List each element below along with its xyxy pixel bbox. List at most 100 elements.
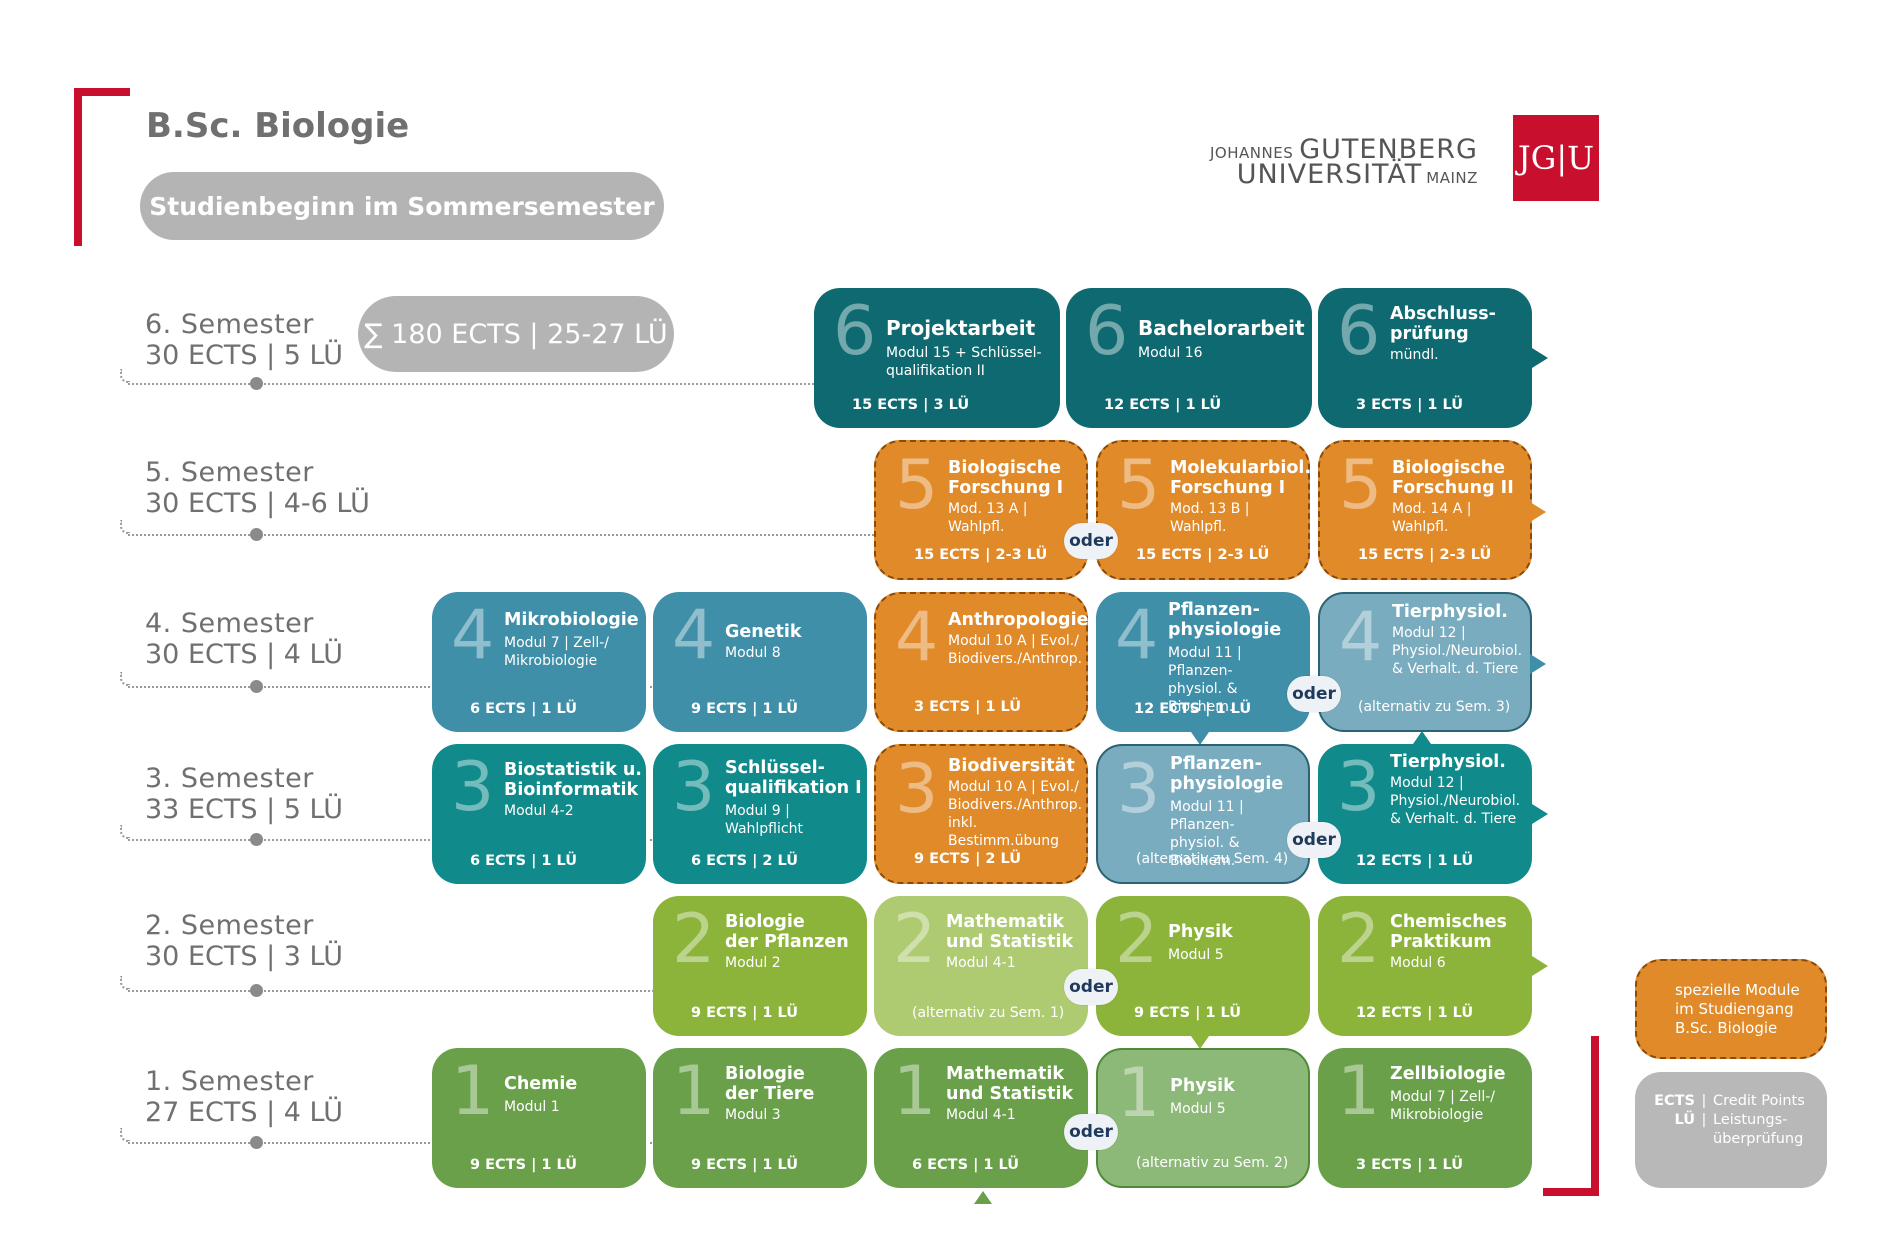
module-title: Chemisches Praktikum — [1390, 912, 1507, 952]
module-title: Zellbiologie — [1390, 1064, 1506, 1084]
semester-number: 3 — [1337, 748, 1381, 827]
jgu-logo-mark: JG|U — [1513, 115, 1599, 201]
module-subtitle: Modul 4-2 — [504, 803, 574, 819]
module-credits: 15 ECTS | 2-3 LÜ — [1136, 547, 1270, 563]
module-credits: 9 ECTS | 2 LÜ — [914, 851, 1022, 867]
module-title: Physik — [1170, 1076, 1235, 1096]
semester-name: 6. Semester — [145, 309, 314, 340]
semester-number: 1 — [451, 1052, 495, 1131]
page-title: B.Sc. Biologie — [146, 106, 410, 146]
semester-name: 2. Semester — [145, 910, 314, 941]
module-subtitle: Modul 10 A | Evol./ Biodivers./Anthrop. … — [948, 779, 1083, 849]
semester-name: 4. Semester — [145, 608, 314, 639]
module-subtitle: Modul 7 | Zell-/ Mikrobiologie — [1390, 1089, 1496, 1123]
semester-number: 4 — [451, 596, 495, 675]
semester-number: 5 — [895, 446, 939, 525]
arrow-pointer — [1530, 654, 1546, 674]
timeline-dot — [250, 377, 263, 390]
module-subtitle: Modul 1 — [504, 1099, 560, 1115]
module-box-physik-2: 2 Physik Modul 5 9 ECTS | 1 LÜ — [1096, 896, 1310, 1049]
semester-name: 1. Semester — [145, 1066, 314, 1097]
semester-number: 3 — [451, 748, 495, 827]
semester-label-1: 1. Semester 27 ECTS | 4 LÜ — [145, 1066, 343, 1128]
module-title: Biologie der Tiere — [725, 1064, 815, 1104]
module-credits: 6 ECTS | 2 LÜ — [691, 853, 799, 869]
semester-name: 5. Semester — [145, 457, 314, 488]
module-subtitle: Modul 7 | Zell-/ Mikrobiologie — [504, 635, 610, 669]
module-box-biodiversitaet: 3 Biodiversität Modul 10 A | Evol./ Biod… — [874, 744, 1088, 884]
module-box-chemie: 1 Chemie Modul 1 9 ECTS | 1 LÜ — [432, 1048, 646, 1188]
semester-credits: 30 ECTS | 3 LÜ — [145, 941, 343, 972]
oder-badge: oder — [1064, 523, 1118, 559]
module-box-pflanzenphysiologie-4: 4 Pflanzen- physiologie Modul 11 | Pflan… — [1096, 592, 1310, 745]
module-credits: 3 ECTS | 1 LÜ — [1356, 1157, 1464, 1173]
oder-badge: oder — [1064, 1114, 1118, 1150]
module-credits: (alternativ zu Sem. 4) — [1136, 851, 1289, 867]
logo-johannes: JOHANNES — [1210, 144, 1294, 162]
module-title: Molekularbiol. Forschung I — [1170, 458, 1312, 498]
module-credits: 15 ECTS | 3 LÜ — [852, 397, 970, 413]
arrow-pointer — [1191, 732, 1209, 745]
module-subtitle: Modul 9 | Wahlpflicht — [725, 803, 803, 837]
legend-lue-key: LÜ — [1674, 1112, 1696, 1128]
module-title: Chemie — [504, 1074, 578, 1094]
semester-number: 2 — [893, 900, 937, 979]
module-box-abschlusspruefung: 6 Abschluss- prüfung mündl. 3 ECTS | 1 L… — [1318, 288, 1548, 428]
module-box-pflanzenphysiologie-3: 3 Pflanzen- physiologie Modul 11 | Pflan… — [1096, 744, 1310, 884]
module-box-biologische-forschung-2: 5 Biologische Forschung II Mod. 14 A | W… — [1318, 440, 1546, 580]
timeline-curl — [120, 825, 130, 839]
semester-number: 4 — [895, 598, 939, 677]
module-box-mathematik-1: 1 Mathematik und Statistik Modul 4-1 6 E… — [874, 1048, 1088, 1188]
module-subtitle: Mod. 13 A | Wahlpfl. — [948, 501, 1028, 535]
semester-number: 1 — [672, 1052, 716, 1131]
legend-ects-key: ECTS — [1654, 1093, 1695, 1109]
module-credits: (alternativ zu Sem. 1) — [912, 1005, 1065, 1021]
module-credits: 9 ECTS | 1 LÜ — [691, 1157, 799, 1173]
timeline-curl — [120, 976, 130, 990]
semester-number: 6 — [1085, 292, 1129, 371]
logo-universitaet: UNIVERSITÄT — [1236, 159, 1423, 190]
module-credits: 3 ECTS | 1 LÜ — [914, 699, 1022, 715]
arrow-pointer — [1413, 731, 1431, 744]
module-title: Biologische Forschung I — [948, 458, 1064, 498]
oder-badge: oder — [1287, 676, 1341, 712]
module-title: Tierphysiol. — [1392, 602, 1508, 622]
module-credits: 12 ECTS | 1 LÜ — [1356, 1005, 1474, 1021]
semester-number: 1 — [1337, 1052, 1381, 1131]
semester-number: 2 — [672, 900, 716, 979]
semester-label-2: 2. Semester 30 ECTS | 3 LÜ — [145, 910, 343, 972]
module-title: Mikrobiologie — [504, 610, 639, 630]
module-box-anthropologie: 4 Anthropologie Modul 10 A | Evol./ Biod… — [874, 592, 1088, 732]
timeline-curl — [120, 1128, 130, 1142]
timeline-line-1 — [128, 1142, 434, 1144]
module-box-mathematik-2: 2 Mathematik und Statistik Modul 4-1 (al… — [874, 896, 1088, 1204]
legend-special-text: spezielle Module im Studiengang B.Sc. Bi… — [1675, 980, 1800, 1037]
arrow-pointer — [1191, 1036, 1209, 1049]
legend-abbreviations: ECTS|Credit Points LÜ|Leistungs- überprü… — [1635, 1072, 1827, 1188]
module-credits: 9 ECTS | 1 LÜ — [470, 1157, 578, 1173]
module-box-chemisches-praktikum: 2 Chemisches Praktikum Modul 6 12 ECTS |… — [1318, 896, 1548, 1036]
total-credits-pill: ∑ 180 ECTS | 25-27 LÜ — [358, 296, 674, 372]
oder-badge: oder — [1064, 969, 1118, 1005]
module-title: Mathematik und Statistik — [946, 912, 1074, 952]
module-subtitle: Modul 10 A | Evol./ Biodivers./Anthrop. — [948, 633, 1083, 667]
timeline-line-4 — [128, 686, 434, 688]
legend-special-modules: spezielle Module im Studiengang B.Sc. Bi… — [1635, 959, 1827, 1059]
semester-credits: 30 ECTS | 4-6 LÜ — [145, 488, 370, 519]
corner-bracket-bottom-right — [1543, 1036, 1599, 1196]
semester-label-4: 4. Semester 30 ECTS | 4 LÜ — [145, 608, 343, 670]
semester-credits: 30 ECTS | 4 LÜ — [145, 639, 343, 670]
module-box-bachelorarbeit: 6 Bachelorarbeit Modul 16 12 ECTS | 1 LÜ — [1066, 288, 1312, 428]
module-box-physik-1: 1 Physik Modul 5 (alternativ zu Sem. 2) — [1096, 1048, 1310, 1188]
module-credits: 15 ECTS | 2-3 LÜ — [1358, 547, 1492, 563]
module-title: Biologie der Pflanzen — [725, 912, 849, 952]
module-subtitle: Modul 2 — [725, 955, 781, 971]
semester-number: 4 — [1339, 598, 1383, 677]
timeline-dot — [250, 1136, 263, 1149]
semester-credits: 27 ECTS | 4 LÜ — [145, 1097, 343, 1128]
timeline-dot — [250, 833, 263, 846]
module-title: Biodiversität — [948, 756, 1075, 776]
semester-number: 5 — [1117, 446, 1161, 525]
module-subtitle: Modul 4-1 — [946, 955, 1016, 971]
